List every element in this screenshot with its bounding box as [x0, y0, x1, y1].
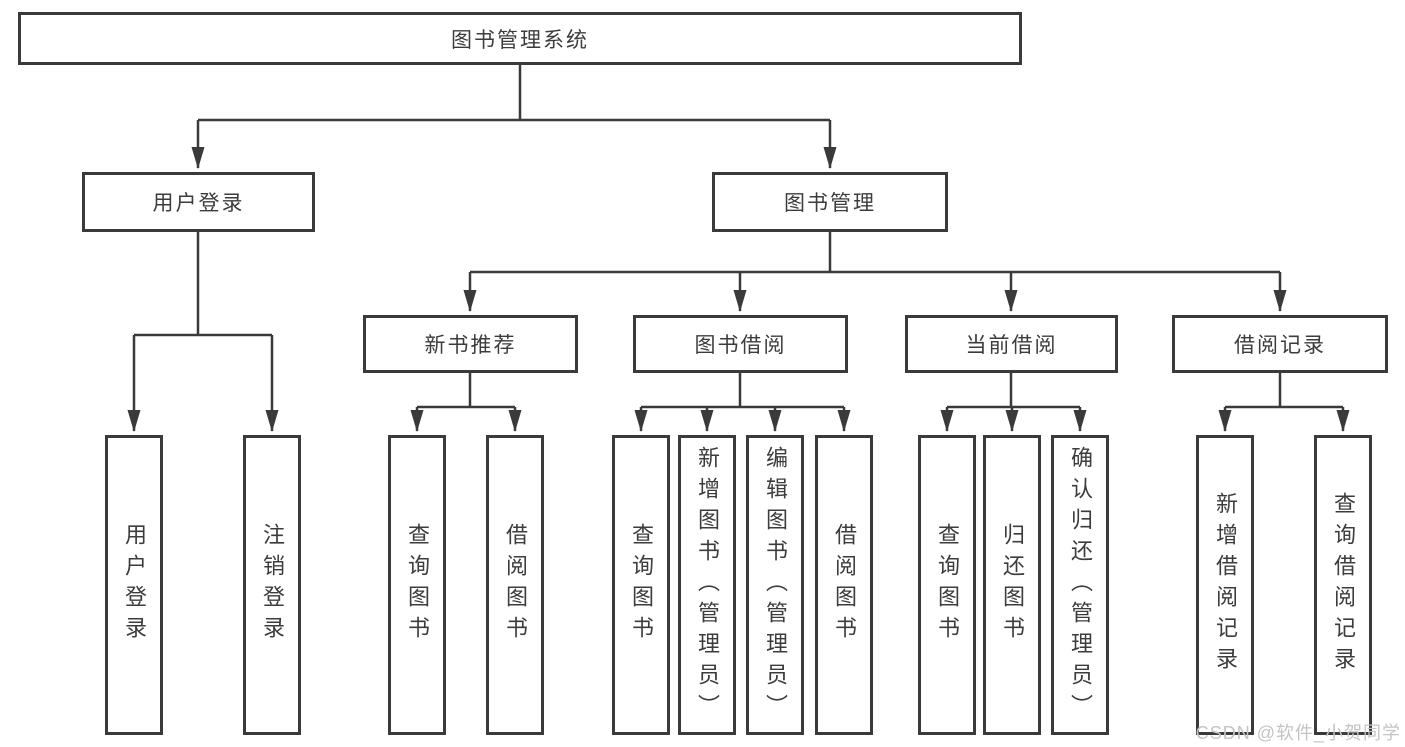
csdn-watermark: CSDN @软件_小贺同学: [1195, 723, 1401, 743]
leaf-edit-books-admin: 编辑图书（管理员）: [746, 435, 804, 735]
leaf-add-books-admin: 新增图书（管理员）: [678, 435, 736, 735]
node-system-root: 图书管理系统: [18, 12, 1022, 65]
node-new-book-recommend: 新书推荐: [363, 315, 578, 373]
leaf-return-books: 归还图书: [983, 435, 1041, 735]
node-label: 用户登录: [152, 192, 245, 215]
node-current-borrow: 当前借阅: [905, 315, 1118, 373]
node-label: 借阅记录: [1234, 334, 1326, 357]
leaf-borrow-books-newbook: 借阅图书: [486, 435, 544, 735]
node-user-login: 用户登录: [82, 172, 315, 232]
leaf-query-books-borrow: 查询图书: [612, 435, 670, 735]
leaf-confirm-return-admin: 确认归还（管理员）: [1051, 435, 1109, 735]
node-label: 新书推荐: [424, 334, 517, 357]
node-label: 图书管理系统: [451, 28, 589, 52]
leaf-add-borrow-record: 新增借阅记录: [1196, 435, 1254, 735]
leaf-logout: 注销登录: [243, 435, 301, 735]
node-book-borrow: 图书借阅: [633, 315, 848, 373]
leaf-borrow-books-borrow: 借阅图书: [815, 435, 873, 735]
leaf-user-login: 用户登录: [105, 435, 163, 735]
leaf-query-borrow-record: 查询借阅记录: [1314, 435, 1372, 735]
node-label: 图书管理: [784, 192, 876, 215]
node-borrow-records: 借阅记录: [1172, 315, 1388, 373]
leaf-query-books-newbook: 查询图书: [388, 435, 446, 735]
node-book-management: 图书管理: [712, 172, 948, 232]
leaf-query-books-current: 查询图书: [918, 435, 976, 735]
node-label: 当前借阅: [965, 334, 1058, 357]
node-label: 图书借阅: [694, 334, 787, 357]
